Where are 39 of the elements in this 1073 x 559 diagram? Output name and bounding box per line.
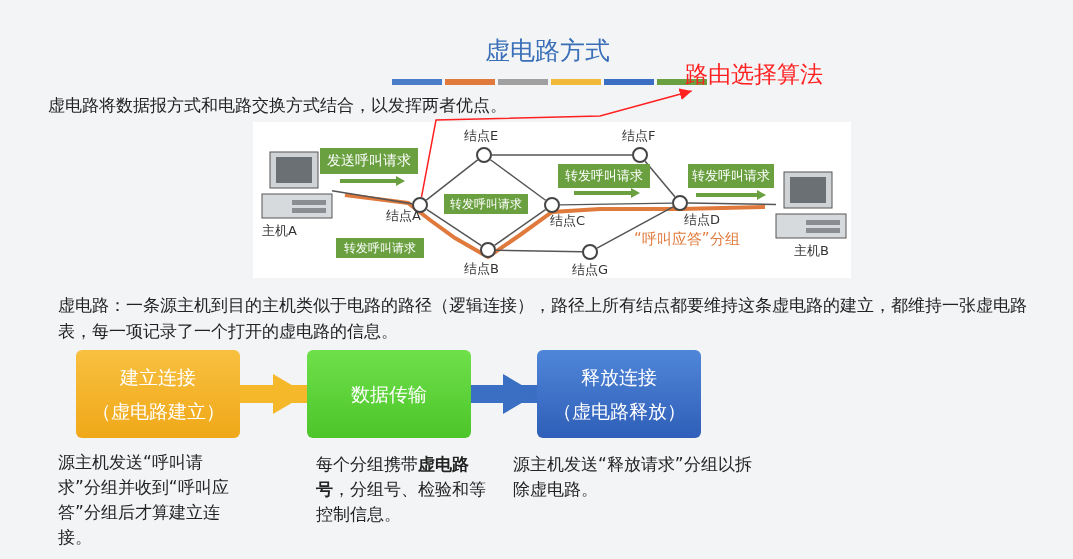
link-line bbox=[596, 206, 674, 249]
node-label: 结点F bbox=[622, 127, 656, 145]
title: 虚电路方式 bbox=[484, 35, 611, 67]
link-line bbox=[687, 202, 777, 206]
message-tag: 转发呼叫请求 bbox=[336, 238, 424, 258]
step-description: 源主机发送“释放请求”分组以拆除虚电路。 bbox=[513, 453, 753, 501]
node-label: 结点A bbox=[386, 207, 421, 225]
link-line bbox=[425, 208, 483, 247]
message-tag: 转发呼叫请求 bbox=[444, 194, 528, 214]
link-line bbox=[331, 189, 413, 205]
block-arrow bbox=[240, 374, 307, 414]
node-label: 主机B bbox=[794, 242, 829, 260]
link-line bbox=[489, 159, 547, 201]
block-arrow bbox=[471, 374, 537, 414]
link-line bbox=[425, 159, 479, 201]
link-line bbox=[495, 249, 583, 253]
step-description: 每个分组携带虚电路号，分组号、检验和等控制信息。 bbox=[316, 453, 487, 526]
link-line bbox=[644, 160, 676, 198]
process-box: 建立连接 （虚电路建立） bbox=[76, 350, 240, 438]
node-label: 结点D bbox=[684, 211, 720, 229]
intro-text: 虚电路将数据报方式和电路交换方式结合，以发挥两者优点。 bbox=[48, 94, 507, 117]
arrow bbox=[420, 88, 693, 198]
message-tag: 发送呼叫请求 bbox=[320, 148, 418, 174]
message-tag: 转发呼叫请求 bbox=[688, 164, 774, 188]
process-box: 数据传输 bbox=[307, 350, 471, 438]
message-tag: 转发呼叫请求 bbox=[558, 164, 650, 188]
link-line bbox=[559, 202, 673, 206]
node-label: 结点C bbox=[550, 212, 586, 230]
packet-label: “呼叫应答”分组 bbox=[634, 230, 740, 249]
link-line bbox=[493, 208, 547, 247]
step-description: 源主机发送“呼叫请求”分组并收到“呼叫应答”分组后才算建立连接。 bbox=[58, 451, 230, 549]
computer-icon bbox=[776, 172, 846, 238]
node-label: 结点G bbox=[572, 261, 609, 279]
node-label: 主机A bbox=[262, 222, 297, 240]
description-text: 虚电路：一条源主机到目的主机类似于电路的路径（逻辑连接），路径上所有结点都要维持这条虚电路的建立，都维持一张虚电路表，每一项记录了一个打开的虚电路的信息。 bbox=[58, 294, 1028, 343]
node-label: 结点E bbox=[464, 127, 499, 145]
node-label: 结点B bbox=[464, 260, 499, 278]
link-line bbox=[491, 154, 633, 156]
process-box: 释放连接 （虚电路释放） bbox=[537, 350, 701, 438]
